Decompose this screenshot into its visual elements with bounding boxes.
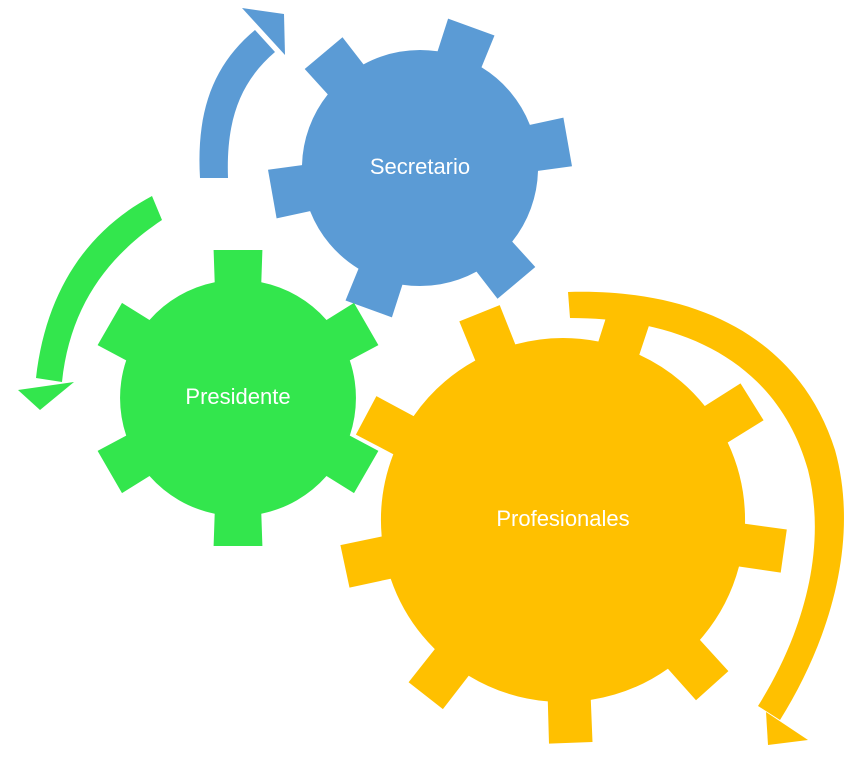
profesionales-arrow-body	[568, 291, 844, 720]
secretario-arrow	[199, 8, 285, 178]
presidente-arrow	[18, 196, 162, 410]
profesionales-arrow-head	[766, 712, 808, 745]
presidente-arrow-head	[18, 382, 74, 410]
profesionales-arrow	[568, 291, 844, 745]
secretario-arrow-body	[199, 30, 275, 178]
profesionales-gear	[340, 301, 787, 744]
profesionales-label: Profesionales	[496, 506, 629, 531]
secretario-gear	[268, 18, 572, 318]
presidente-label: Presidente	[185, 384, 290, 409]
secretario-label: Secretario	[370, 154, 470, 179]
presidente-arrow-body	[36, 196, 162, 382]
presidente-gear	[97, 250, 379, 546]
secretario-arrow-head	[242, 8, 285, 55]
